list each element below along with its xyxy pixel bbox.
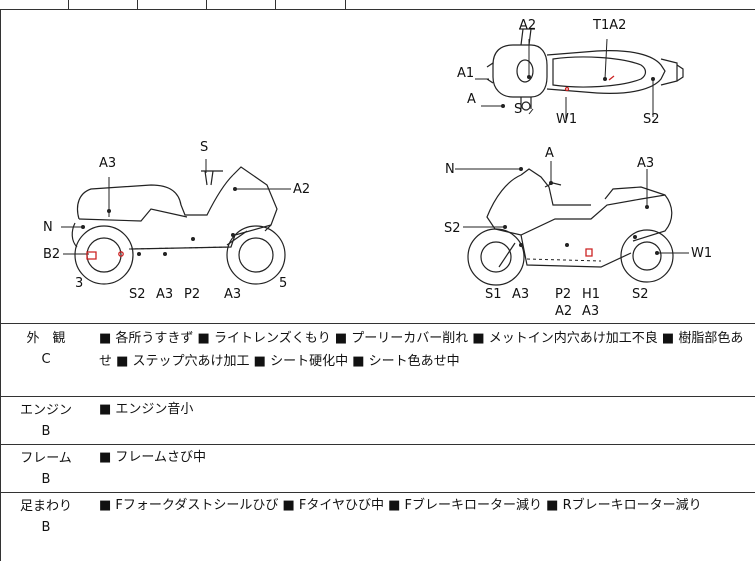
eval-row-exterior: 外 観 C ■ 各所うすきず ■ ライトレンズくもり ■ プーリーカバー削れ ■… — [0, 324, 755, 397]
label-right-w1: W1 — [691, 246, 712, 261]
label-left-3: 3 — [75, 276, 83, 291]
category-name: エンジン — [19, 403, 72, 418]
condition-notes: ■ エンジン音小 — [99, 402, 194, 417]
eval-row-suspension: 足まわり B ■ Fフォークダストシールひび ■ Fタイヤひび中 ■ Fブレーキ… — [0, 493, 755, 561]
category-cell: 外 観 C — [1, 328, 91, 370]
condition-notes: ■ 各所うすきず ■ ライトレンズくもり ■ プーリーカバー削れ ■ メットイン… — [99, 331, 744, 369]
label-top-s2: S2 — [643, 112, 660, 127]
eval-row-engine: エンジン B ■ エンジン音小 — [0, 397, 755, 445]
label-top-t1a2: T1A2 — [592, 18, 626, 33]
label-right-s2: S2 — [444, 221, 461, 236]
label-top-w1: W1 — [556, 112, 577, 127]
label-top-a2: A2 — [519, 18, 536, 33]
condition-notes: ■ フレームさび中 — [99, 450, 207, 465]
category-cell: エンジン B — [1, 400, 91, 442]
eval-row-frame: フレーム B ■ フレームさび中 — [0, 445, 755, 493]
category-grade: B — [41, 520, 51, 535]
label-left-a3c: A3 — [224, 287, 241, 302]
category-cell: 足まわり B — [1, 496, 91, 538]
label-left-s2: S2 — [129, 287, 146, 302]
scooter-diagram-svg: A2 T1A2 A1 A S W1 S2 S A3 A2 N B2 3 S2 A… — [43, 18, 712, 319]
label-right-a2: A2 — [555, 304, 572, 319]
category-grade: B — [41, 472, 51, 487]
label-right-a: A — [545, 146, 554, 161]
category-cell: フレーム B — [1, 448, 91, 490]
label-right-s1: S1 — [485, 287, 502, 302]
label-left-a3b: A3 — [156, 287, 173, 302]
label-top-a1: A1 — [457, 66, 474, 81]
label-right-s2b: S2 — [632, 287, 649, 302]
label-right-n: N — [445, 162, 455, 177]
label-left-5: 5 — [279, 276, 287, 291]
label-top-s: S — [514, 102, 522, 117]
label-right-a3: A3 — [637, 156, 654, 171]
label-right-p2: P2 — [555, 287, 571, 302]
label-left-a3: A3 — [99, 156, 116, 171]
category-name: 足まわり — [19, 499, 72, 514]
scooter-left-view — [71, 166, 286, 285]
label-right-h1: H1 — [582, 287, 600, 302]
previous-table-strip — [0, 0, 755, 10]
category-name: 外 観 — [26, 331, 66, 346]
scooter-top-view — [486, 28, 684, 111]
label-right-a3b: A3 — [512, 287, 529, 302]
category-name: フレーム — [20, 451, 72, 466]
label-top-a: A — [467, 92, 476, 107]
category-grade: C — [41, 352, 51, 367]
label-right-a3c: A3 — [582, 304, 599, 319]
label-left-b2: B2 — [43, 247, 60, 262]
label-left-s: S — [200, 140, 208, 155]
label-left-p2: P2 — [184, 287, 200, 302]
condition-notes: ■ Fフォークダストシールひび ■ Fタイヤひび中 ■ Fブレーキローター減り … — [99, 498, 702, 513]
damage-diagram: A2 T1A2 A1 A S W1 S2 S A3 A2 N B2 3 S2 A… — [0, 9, 755, 324]
label-left-a2: A2 — [293, 182, 310, 197]
category-grade: B — [41, 424, 51, 439]
label-left-n: N — [43, 220, 53, 235]
